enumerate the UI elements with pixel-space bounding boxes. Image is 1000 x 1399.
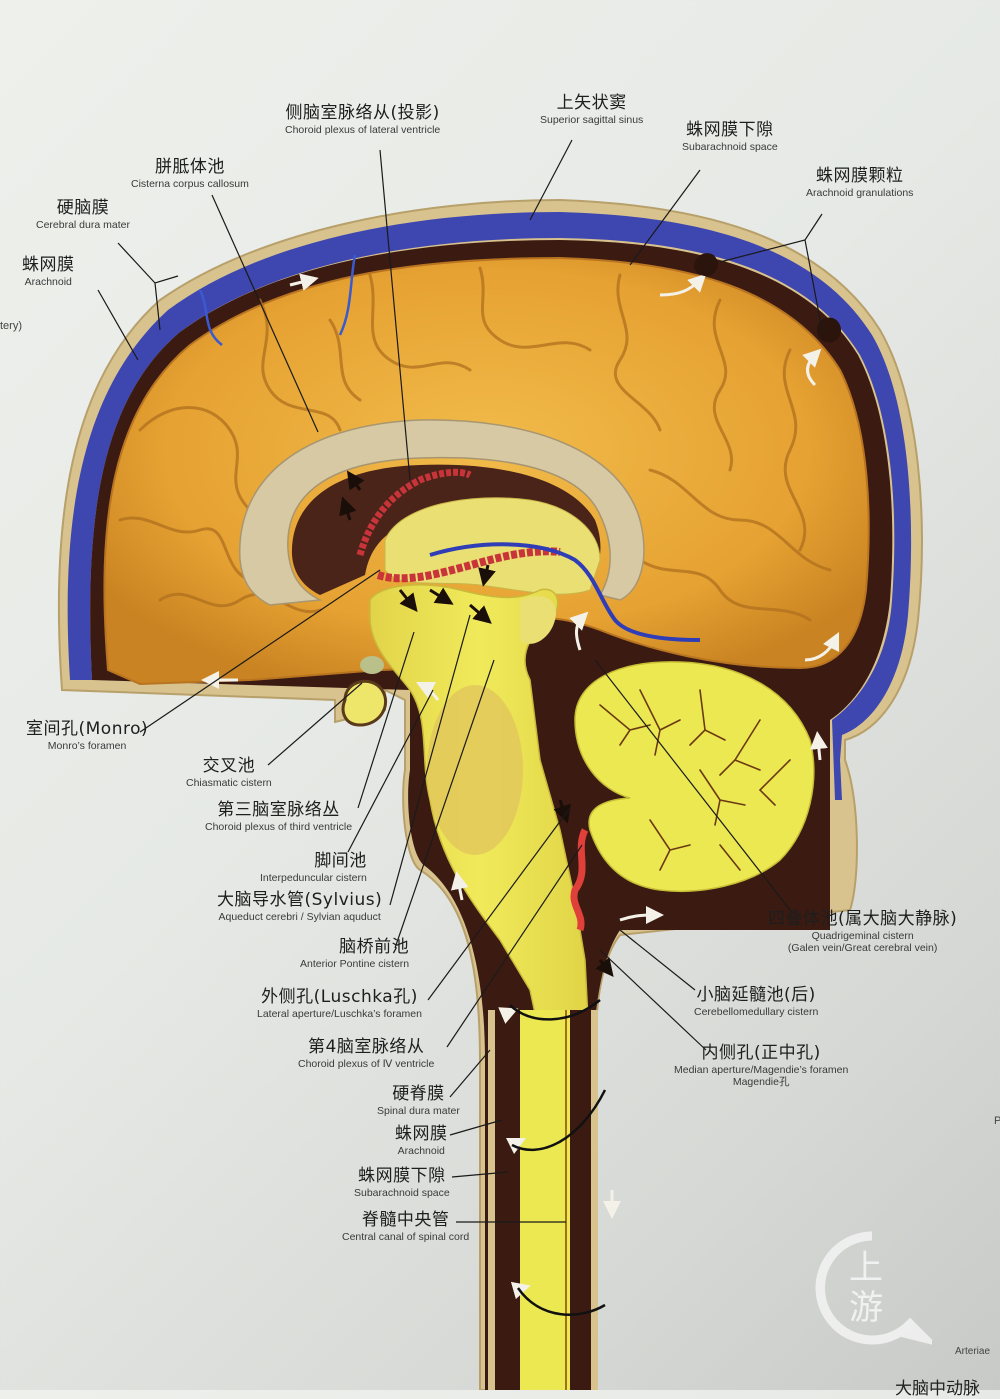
- label-choroid-plexus-fourth: 第4脑室脉络从 Choroid plexus of Ⅳ ventricle: [298, 1037, 435, 1070]
- fragment-bottom-right-zh: 大脑中动脉: [895, 1379, 980, 1398]
- label-chiasmatic-cistern: 交叉池 Chiasmatic cistern: [186, 756, 272, 789]
- pons: [427, 685, 523, 855]
- label-quadrigeminal-cistern: 四叠体池(属大脑大静脉) Quadrigeminal cistern (Gale…: [768, 909, 958, 955]
- leader-lines: [97, 139, 823, 1223]
- bridging-veins: [198, 254, 357, 346]
- label-monro-foramen: 室间孔(Monro) Monro’s foramen: [26, 719, 149, 752]
- optic-chiasm: [360, 656, 384, 674]
- label-subarachnoid-space-top: 蛛网膜下隙 Subarachnoid space: [682, 120, 778, 153]
- fragment-bottom-right-en: Arteriae: [955, 1346, 991, 1357]
- fragment-right-edge: P: [994, 1115, 1000, 1127]
- csf-flow-arrows: [201, 273, 840, 1300]
- corpus-callosum: [239, 419, 645, 606]
- label-choroid-plexus-third: 第三脑室脉络丛 Choroid plexus of third ventricl…: [205, 800, 353, 833]
- label-aqueduct-sylvius: 大脑导水管(Sylvius) Aqueduct cerebri / Sylvia…: [217, 890, 383, 923]
- label-anterior-pontine-cistern: 脑桥前池 Anterior Pontine cistern: [300, 937, 410, 970]
- spinal-cord: [520, 1010, 570, 1390]
- internal-cerebral-vein: [429, 542, 701, 642]
- speech-bubble-logo-icon: [815, 1231, 932, 1345]
- label-cerebellomedullary-cistern: 小脑延髓池(后) Cerebellomedullary cistern: [694, 985, 819, 1018]
- label-cisterna-corpus-callosum: 胼胝体池 Cisterna corpus callosum: [131, 157, 249, 190]
- cortex-gyri: [118, 266, 832, 622]
- choroid-plexus-lateral: [356, 468, 472, 556]
- label-subarachnoid-space-spinal: 蛛网膜下隙 Subarachnoid space: [354, 1166, 450, 1199]
- label-arachnoid-granulations: 蛛网膜颗粒 Arachnoid granulations: [806, 166, 914, 199]
- midbrain-tectum: [520, 596, 556, 644]
- label-luschka-foramen: 外侧孔(Luschka孔) Lateral aperture/Luschka’s…: [257, 987, 422, 1020]
- label-arachnoid-spinal: 蛛网膜 Arachnoid: [395, 1124, 448, 1157]
- pituitary: [341, 679, 388, 727]
- fragment-left-edge: tery): [0, 320, 22, 332]
- label-superior-sagittal-sinus: 上矢状窦 Superior sagittal sinus: [540, 93, 644, 126]
- lateral-ventricle: [291, 464, 601, 595]
- spinal-curved-arrows: [509, 999, 607, 1316]
- label-spinal-dura-mater: 硬脊膜 Spinal dura mater: [377, 1084, 460, 1117]
- label-magendie-foramen: 内侧孔(正中孔) Median aperture/Magendie’s fora…: [674, 1043, 849, 1089]
- label-arachnoid-top: 蛛网膜 Arachnoid: [22, 255, 75, 288]
- choroid-plexus-third: [376, 547, 561, 583]
- label-cerebral-dura-mater: 硬脑膜 Cerebral dura mater: [36, 198, 130, 231]
- arachnoid-granulations: [694, 253, 842, 343]
- csf-flow-arrows-dark: [339, 470, 614, 978]
- watermark-text: 上游: [849, 1248, 883, 1328]
- label-interpeduncular-cistern: 脚间池 Interpeduncular cistern: [260, 851, 367, 884]
- cerebellum: [574, 661, 815, 892]
- label-choroid-plexus-lateral: 侧脑室脉络从(投影) Choroid plexus of lateral ven…: [285, 103, 441, 136]
- label-central-canal: 脊髓中央管 Central canal of spinal cord: [342, 1210, 470, 1243]
